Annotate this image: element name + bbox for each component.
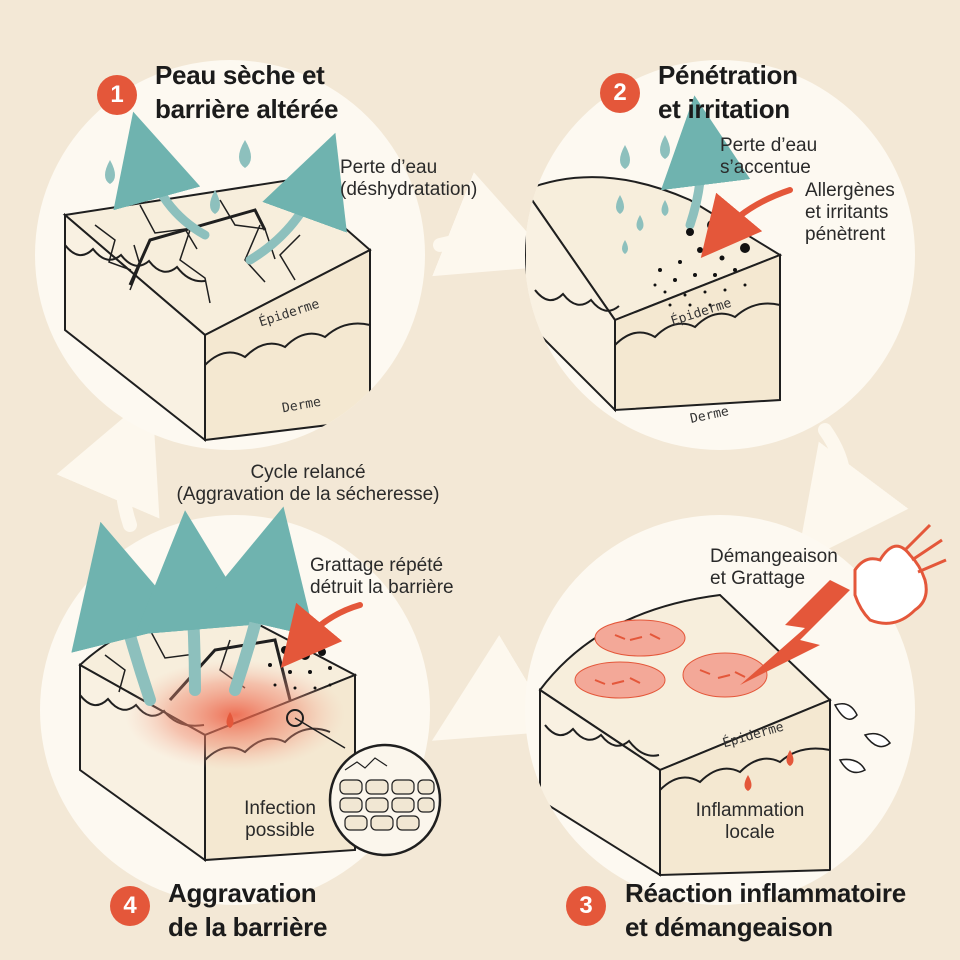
panel-4-scratching-line-2: détruit la barrière (310, 577, 454, 598)
step-2-title-line-1: Pénétration (658, 60, 798, 90)
panel-3-itch-line-1: Démangeaison (710, 546, 838, 567)
step-1-title-line-2: barrière altérée (155, 94, 339, 124)
panel-4-red-glow (125, 660, 345, 770)
panel-4-blood-drops (226, 712, 234, 728)
arrow-2-to-3 (796, 423, 909, 565)
step-4-title-line-1: Aggravation (168, 878, 317, 908)
panel-3-itch-label: Démangeaison et Grattage (710, 546, 838, 590)
panel-3-itch-line-2: et Grattage (710, 568, 806, 589)
step-3-title-line-2: et démangeaison (625, 912, 833, 942)
panel-4-infection-line-2: possible (245, 820, 315, 841)
panel-1-water-loss-line-2: (déshydratation) (340, 179, 478, 200)
step-2-title-line-2: et irritation (658, 94, 790, 124)
step-3-badge: 3 (566, 886, 606, 926)
arrow-4-to-1 (56, 393, 160, 532)
panel-4-scratching-label: Grattage répété détruit la barrière (310, 555, 454, 599)
panel-3-inflammation-line-1: Inflammation (695, 800, 805, 821)
cycle-label-line-2: (Aggravation de la sécheresse) (176, 484, 440, 505)
panel-3-inflamed-patches (574, 619, 768, 699)
panel-4-infection-line-1: Infection (244, 798, 316, 819)
panel-2-allergen-arrow (700, 187, 793, 259)
panel-1-water-loss-line-1: Perte d’eau (340, 157, 438, 178)
panel-2-allergens-label: Allergènes et irritants pénètrent (805, 180, 895, 246)
cycle-label-line-1: Cycle relancé (250, 462, 366, 483)
step-1-title: Peau sèche et barrière altérée (155, 58, 338, 126)
panel-3-inflammation-drops (744, 750, 794, 791)
panel-2-water-loss-arrow (660, 95, 751, 230)
panel-4-magnifier (286, 709, 442, 857)
panel-2-skin-block (525, 176, 783, 413)
panel-3-hand-icon (853, 523, 947, 625)
panel-3-inflammation-line-2: locale (725, 822, 775, 843)
step-4-badge: 4 (110, 886, 150, 926)
panel-2-allergens-line-1: Allergènes (805, 180, 895, 201)
step-3-title-line-1: Réaction inflammatoire (625, 878, 906, 908)
panel-4-scratching-line-1: Grattage répété (310, 555, 444, 576)
arrow-1-to-2 (432, 172, 558, 277)
step-3-title: Réaction inflammatoire et démangeaison (625, 876, 906, 944)
step-1-badge: 1 (97, 75, 137, 115)
panel-4-infection-label: Infection possible (225, 798, 335, 842)
panel-4-water-loss-arrows (71, 506, 315, 706)
panel-1-water-drops (105, 140, 251, 214)
panel-2-water-loss-line-1: Perte d’eau (720, 135, 818, 156)
panel-2-water-loss-label: Perte d’eau s’accentue (720, 135, 817, 179)
panel-3-inflammation-label: Inflammation locale (680, 800, 820, 844)
step-2-title: Pénétration et irritation (658, 58, 798, 126)
panel-2-allergens-line-3: pénètrent (805, 224, 886, 245)
panel-2-water-loss-line-2: s’accentue (720, 157, 811, 178)
panel-1-water-loss-label: Perte d’eau (déshydratation) (340, 157, 477, 201)
panel-3-skin-flakes (833, 703, 892, 774)
panel-2-allergens-line-2: et irritants (805, 202, 889, 223)
panel-3-itch-bolt (740, 580, 850, 685)
step-4-title: Aggravation de la barrière (168, 876, 327, 944)
step-2-badge: 2 (600, 73, 640, 113)
panel-1-water-loss-arrows (113, 111, 347, 265)
step-4-title-line-2: de la barrière (168, 912, 328, 942)
cycle-label: Cycle relancé (Aggravation de la séchere… (148, 462, 468, 506)
step-1-title-line-1: Peau sèche et (155, 60, 325, 90)
panel-4-scratch-arrow (280, 602, 363, 669)
